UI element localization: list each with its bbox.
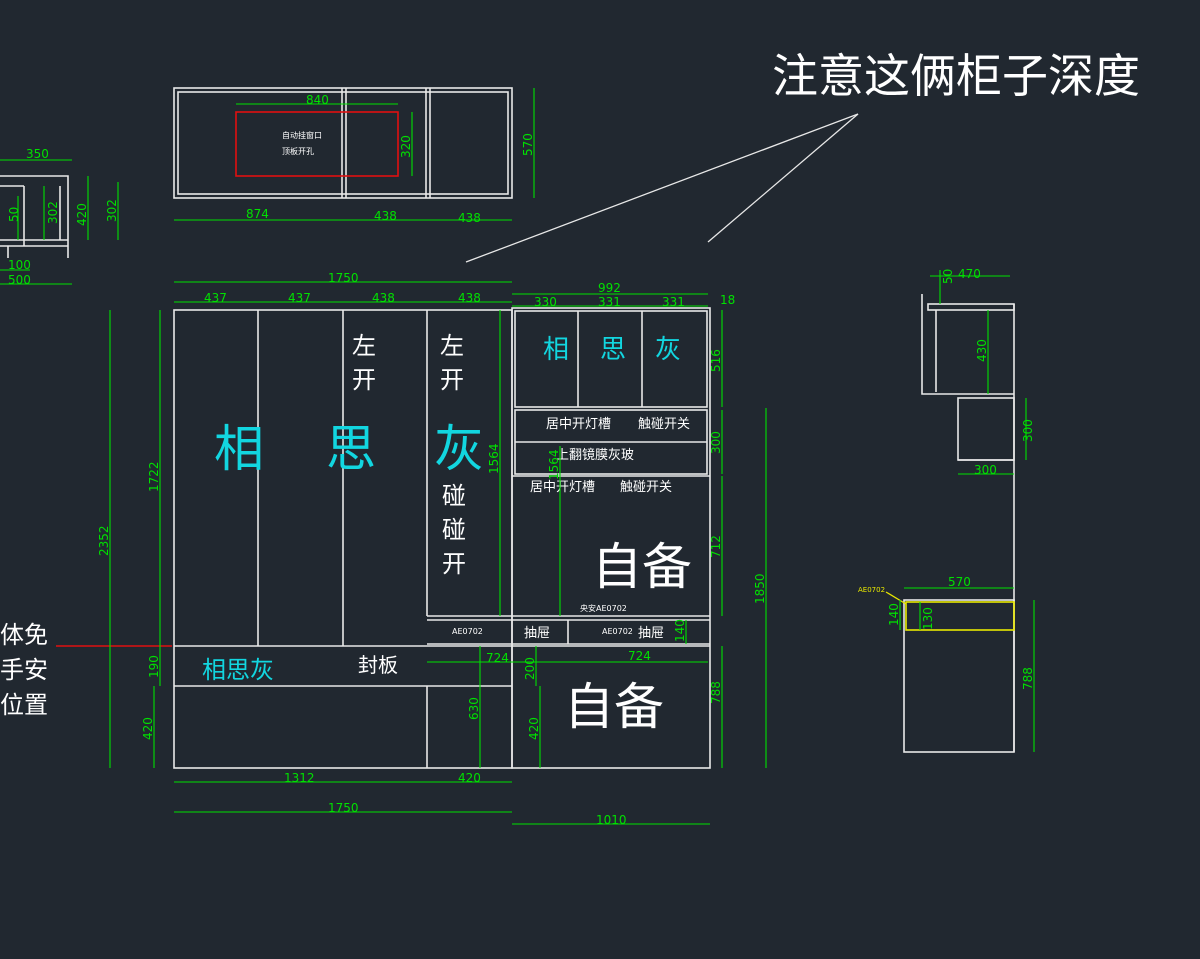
door-left-2-char-1: 左 bbox=[440, 332, 464, 360]
drawer-1: 抽屉 bbox=[524, 626, 550, 641]
window-label-2: 顶板开孔 bbox=[282, 146, 314, 156]
window-label-1: 自动挂窗口 bbox=[282, 130, 322, 140]
dim-330: 330 bbox=[534, 295, 557, 309]
push-open-char-1: 碰 bbox=[442, 482, 466, 510]
top-view: 自动挂窗口 顶板开孔 840 320 570 874 438 438 bbox=[173, 87, 535, 225]
small-section-view: 350 50 302 420 302 100 500 bbox=[0, 147, 119, 287]
dim-788: 788 bbox=[709, 681, 723, 704]
dim-874: 874 bbox=[246, 207, 269, 221]
dim-300-bottom: 300 bbox=[974, 463, 997, 477]
dim-1750-top: 1750 bbox=[328, 271, 359, 285]
self-prepare-2: 自备 bbox=[564, 678, 664, 736]
dim-130: 130 bbox=[921, 607, 935, 630]
dim-50-side: 50 bbox=[7, 207, 21, 222]
dim-320: 320 bbox=[399, 135, 413, 158]
door-left-1-char-1: 左 bbox=[352, 332, 376, 360]
dim-331a: 331 bbox=[598, 295, 621, 309]
dim-1564b: 1564 bbox=[547, 449, 561, 480]
seal-board: 封板 bbox=[358, 653, 398, 677]
dim-437b: 437 bbox=[288, 291, 311, 305]
front-dimensions: 1750 437 437 438 438 992 330 331 331 18 … bbox=[97, 271, 767, 827]
drawer-2: 抽屉 bbox=[638, 626, 664, 641]
left-note-line-3: 位置 bbox=[0, 691, 48, 719]
dim-1850: 1850 bbox=[753, 573, 767, 604]
dim-140: 140 bbox=[673, 619, 687, 642]
dim-350: 350 bbox=[26, 147, 49, 161]
dim-100: 100 bbox=[8, 258, 31, 272]
dim-420-side: 420 bbox=[75, 203, 89, 226]
dim-190: 190 bbox=[147, 655, 161, 678]
main-label-char-2: 思 bbox=[326, 420, 376, 478]
dim-630: 630 bbox=[467, 697, 481, 720]
dim-420-bottom: 420 bbox=[458, 771, 481, 785]
dim-1312: 1312 bbox=[284, 771, 315, 785]
upper-right-char-2: 思 bbox=[600, 335, 626, 365]
dim-992: 992 bbox=[598, 281, 621, 295]
dim-724b: 724 bbox=[628, 649, 651, 663]
upper-right-char-1: 相 bbox=[543, 335, 569, 365]
dim-438a: 438 bbox=[372, 291, 395, 305]
dim-570-side: 570 bbox=[948, 575, 971, 589]
bench-label: 相思灰 bbox=[202, 656, 274, 684]
dim-300: 300 bbox=[709, 431, 723, 454]
dim-570-top: 570 bbox=[521, 133, 535, 156]
dim-18: 18 bbox=[720, 293, 735, 307]
depth-note: 注意这俩柜子深度 bbox=[465, 49, 1140, 263]
main-label-char-1: 相 bbox=[214, 420, 264, 478]
push-open-char-2: 碰 bbox=[442, 516, 466, 544]
leader-line-1 bbox=[465, 113, 859, 263]
door-left-1-char-2: 开 bbox=[352, 366, 376, 394]
dim-788-side: 788 bbox=[1021, 667, 1035, 690]
push-open-char-3: 开 bbox=[442, 550, 466, 578]
dim-516: 516 bbox=[709, 349, 723, 372]
front-view: 相 思 灰 相 思 灰 相思灰 左 开 左 开 碰 碰 开 居中开灯槽 触碰开关… bbox=[173, 307, 711, 769]
touch-switch-2: 触碰开关 bbox=[620, 480, 672, 495]
flip-door-note: 上翻镜膜灰玻 bbox=[556, 448, 634, 463]
dim-300-right: 300 bbox=[1021, 419, 1035, 442]
code-2: AE0702 bbox=[602, 627, 633, 636]
touch-switch-1: 触碰开关 bbox=[638, 417, 690, 432]
leader-line-2 bbox=[707, 113, 859, 243]
dim-50-top: 50 bbox=[941, 269, 955, 284]
dim-840: 840 bbox=[306, 93, 329, 107]
dim-438-top-a: 438 bbox=[374, 209, 397, 223]
left-note: 体免 手安 位置 bbox=[0, 621, 172, 719]
dim-500: 500 bbox=[8, 273, 31, 287]
dim-140-side: 140 bbox=[887, 603, 901, 626]
dim-420-mid: 420 bbox=[527, 717, 541, 740]
shelf-note-1: 居中开灯槽 bbox=[546, 417, 611, 432]
dim-438b: 438 bbox=[458, 291, 481, 305]
door-left-2-char-2: 开 bbox=[440, 366, 464, 394]
window-opening-box bbox=[235, 111, 399, 177]
dim-200: 200 bbox=[523, 657, 537, 680]
dim-470: 470 bbox=[958, 267, 981, 281]
left-note-line-1: 体免 bbox=[0, 621, 48, 649]
left-note-line-2: 手安 bbox=[0, 656, 48, 684]
dim-1750-bottom: 1750 bbox=[328, 801, 359, 815]
dim-430: 430 bbox=[975, 339, 989, 362]
upper-right-char-3: 灰 bbox=[655, 335, 681, 365]
drawer-highlight bbox=[905, 601, 1015, 631]
code-1: AE0702 bbox=[452, 627, 483, 636]
dim-302b: 302 bbox=[105, 199, 119, 222]
dim-712: 712 bbox=[709, 535, 723, 558]
main-label-char-3: 灰 bbox=[434, 420, 484, 478]
dim-420-left: 420 bbox=[141, 717, 155, 740]
shelf-note-2: 居中开灯槽 bbox=[530, 480, 595, 495]
dim-1722: 1722 bbox=[147, 461, 161, 492]
dim-1564a: 1564 bbox=[487, 443, 501, 474]
dim-2352: 2352 bbox=[97, 525, 111, 556]
dim-331b: 331 bbox=[662, 295, 685, 309]
self-prepare-1: 自备 bbox=[592, 538, 692, 596]
dim-302a: 302 bbox=[46, 201, 60, 224]
install-note: 央安AE0702 bbox=[580, 603, 627, 613]
dim-724a: 724 bbox=[486, 651, 509, 665]
dim-1010: 1010 bbox=[596, 813, 627, 827]
side-view: AE0702 470 50 430 300 300 570 140 130 78… bbox=[858, 267, 1035, 753]
side-code: AE0702 bbox=[858, 586, 885, 594]
depth-note-title: 注意这俩柜子深度 bbox=[772, 49, 1140, 103]
dim-437a: 437 bbox=[204, 291, 227, 305]
dim-438-top-b: 438 bbox=[458, 211, 481, 225]
